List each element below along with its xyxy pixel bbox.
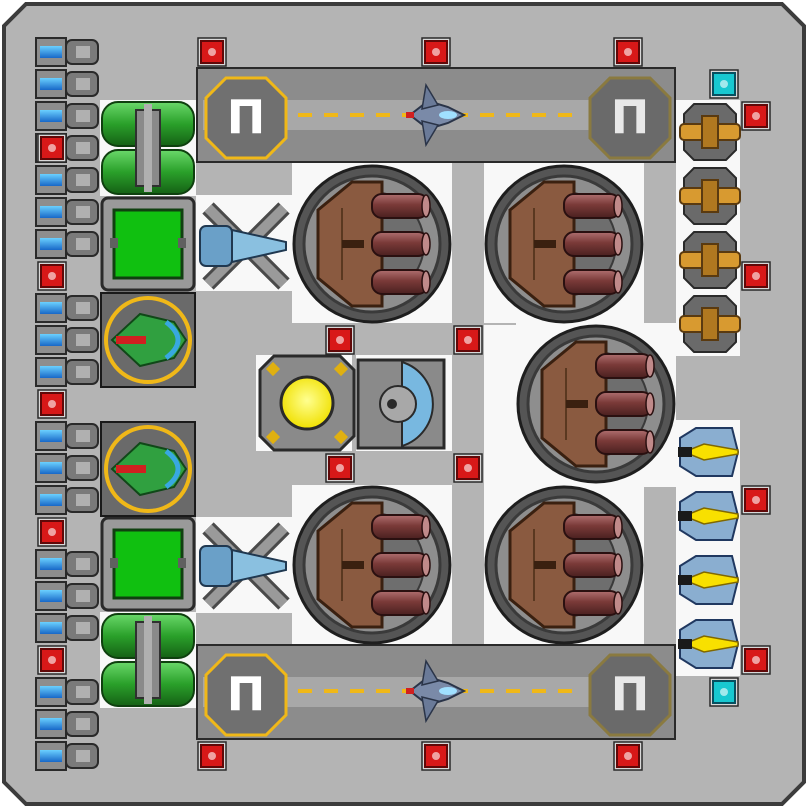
battery-cell-icon xyxy=(35,549,99,579)
landing-pad-icon: Π xyxy=(204,76,288,160)
lane-dash xyxy=(376,689,390,693)
red-node-icon xyxy=(453,453,483,483)
battery-cell-icon xyxy=(35,741,99,771)
battery-cell-icon xyxy=(35,101,99,131)
battery-cell-icon xyxy=(35,485,99,515)
blue-laser-icon xyxy=(678,491,740,541)
pad-glyph: Π xyxy=(227,667,266,721)
landing-pad-icon: Π xyxy=(204,653,288,737)
storage-block-icon xyxy=(100,196,196,292)
fuel-tank-icon xyxy=(101,613,195,707)
drill-icon xyxy=(199,202,290,290)
red-node-icon xyxy=(197,37,227,67)
lane-dash xyxy=(298,689,312,693)
red-node-icon xyxy=(325,453,355,483)
landing-pad-icon: Π xyxy=(588,653,672,737)
blue-laser-icon xyxy=(678,427,740,477)
red-node-icon xyxy=(613,37,643,67)
lane-dash xyxy=(324,113,338,117)
cannon-turret-icon xyxy=(484,485,644,645)
red-node-icon xyxy=(197,741,227,771)
lane-dash xyxy=(480,689,494,693)
cyan-node-icon xyxy=(709,69,739,99)
battery-cell-icon xyxy=(35,421,99,451)
lane-dash xyxy=(324,689,338,693)
battery-cell-icon xyxy=(35,197,99,227)
shield-emitter-icon xyxy=(100,292,196,388)
battery-cell-icon xyxy=(35,709,99,739)
lane-dash xyxy=(532,113,546,117)
cyan-node-icon xyxy=(709,677,739,707)
cannon-turret-icon xyxy=(292,164,452,324)
battery-column xyxy=(35,37,99,771)
battery-cell-icon xyxy=(35,229,99,259)
pad-glyph: Π xyxy=(227,90,266,144)
red-node-icon xyxy=(453,325,483,355)
battery-cell-icon xyxy=(35,325,99,355)
battery-cell-icon xyxy=(35,37,99,67)
lane-dash xyxy=(506,689,520,693)
side-weapons xyxy=(678,103,741,669)
radar-dome-icon xyxy=(356,358,446,450)
cannon-turret-icon xyxy=(516,324,676,484)
cannon-turret-icon xyxy=(292,485,452,645)
red-node-icon xyxy=(421,37,451,67)
pad-glyph: Π xyxy=(611,667,650,721)
shield-emitter-icon xyxy=(100,421,196,517)
fuel-tank-icon xyxy=(101,101,195,195)
lane-dash xyxy=(532,689,546,693)
battery-cell-icon xyxy=(35,613,99,643)
lane-dash xyxy=(350,689,364,693)
battery-cell-icon xyxy=(35,69,99,99)
red-node-icon xyxy=(421,741,451,771)
blue-laser-icon xyxy=(678,555,740,605)
red-node-icon xyxy=(325,325,355,355)
pad-glyph: Π xyxy=(611,90,650,144)
red-node-icon xyxy=(613,741,643,771)
cannon-turret-icon xyxy=(484,164,644,324)
drill-icon xyxy=(199,522,290,610)
red-node-icon xyxy=(741,101,771,131)
amber-gun-icon xyxy=(679,167,741,225)
red-node-icon xyxy=(37,645,67,675)
landing-pad-icon: Π xyxy=(588,76,672,160)
battery-cell-icon xyxy=(35,677,99,707)
battery-cell-icon xyxy=(35,293,99,323)
storage-block-icon xyxy=(100,516,196,612)
red-node-icon xyxy=(37,389,67,419)
cannon-turrets xyxy=(292,164,676,645)
lane-dash xyxy=(376,113,390,117)
battery-cell-icon xyxy=(35,453,99,483)
red-node-icon xyxy=(37,261,67,291)
lane-dash xyxy=(350,113,364,117)
lane-dash xyxy=(298,113,312,117)
red-node-icon xyxy=(37,133,67,163)
battery-cell-icon xyxy=(35,581,99,611)
reactor-core-icon xyxy=(258,354,356,452)
red-node-icon xyxy=(741,485,771,515)
lane-dash xyxy=(480,113,494,117)
red-node-icon xyxy=(37,517,67,547)
battery-cell-icon xyxy=(35,165,99,195)
battery-cell-icon xyxy=(35,357,99,387)
red-node-icon xyxy=(741,645,771,675)
fighter-ship-icon xyxy=(406,82,467,148)
lane-dash xyxy=(558,689,572,693)
red-node-icon xyxy=(741,261,771,291)
lane-dash xyxy=(558,113,572,117)
blue-laser-icon xyxy=(678,619,740,669)
amber-gun-icon xyxy=(679,103,741,161)
amber-gun-icon xyxy=(679,231,741,289)
power-nodes xyxy=(37,37,771,771)
fighter-ship-icon xyxy=(406,658,467,724)
lane-dash xyxy=(506,113,520,117)
amber-gun-icon xyxy=(679,295,741,353)
